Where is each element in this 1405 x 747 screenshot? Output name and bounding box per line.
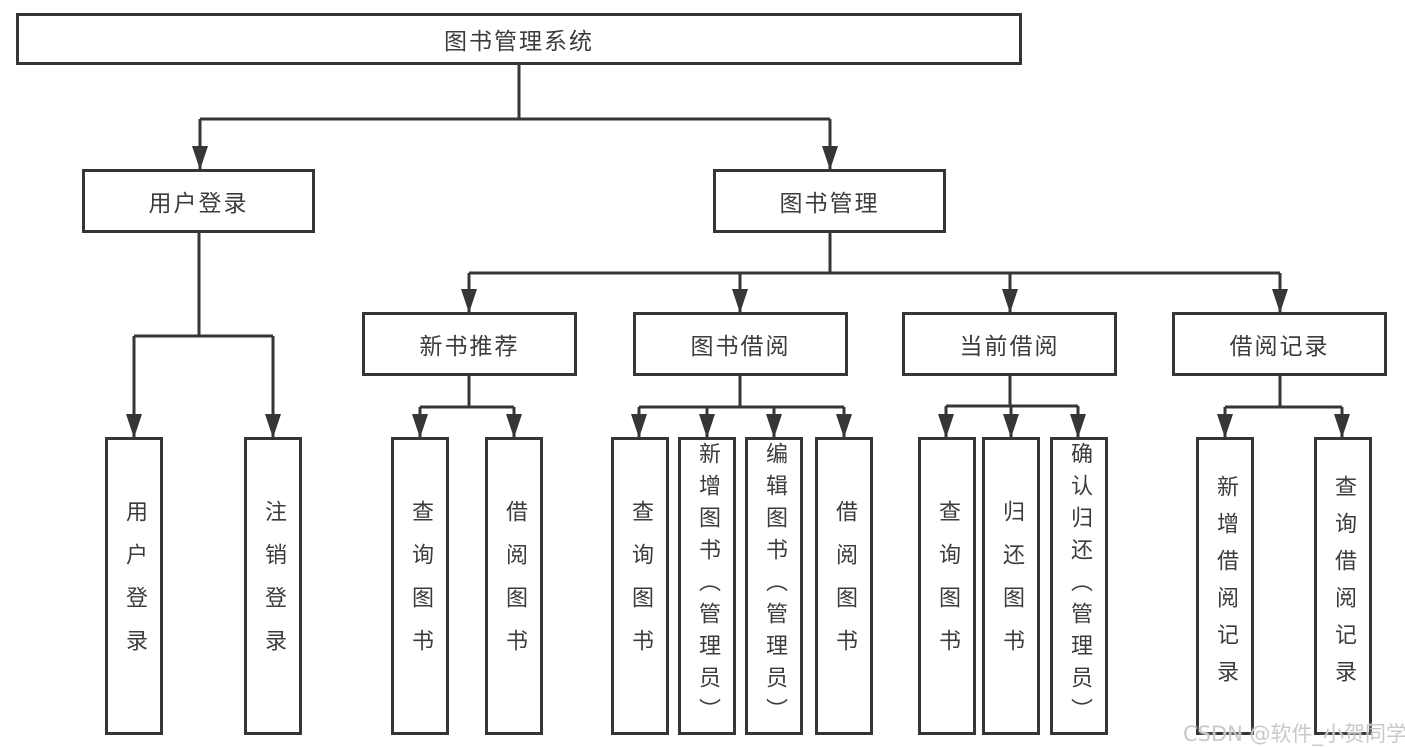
node-label: 查询借阅记录 — [1331, 475, 1356, 697]
node-user-login: 用户登录 — [82, 169, 315, 233]
node-label: 图书管理系统 — [444, 29, 594, 55]
node-label: 用户登录 — [148, 191, 249, 217]
node-label: 新增借阅记录 — [1213, 475, 1238, 697]
node-label: 编辑图书（管理员） — [762, 442, 787, 730]
node-current-borrow: 当前借阅 — [902, 312, 1117, 376]
leaf-query-borrow-record: 查询借阅记录 — [1314, 437, 1372, 735]
csdn-watermark: CSDN @软件_小贺同学 — [1183, 722, 1405, 746]
node-label: 查询图书 — [408, 500, 433, 672]
node-label: 借阅图书 — [832, 500, 857, 672]
node-label: 借阅图书 — [502, 500, 527, 672]
leaf-user-login: 用户登录 — [105, 437, 163, 735]
node-label: 确认归还（管理员） — [1067, 442, 1092, 730]
leaf-add-books-admin: 新增图书（管理员） — [678, 437, 736, 735]
leaf-borrow-books: 借阅图书 — [815, 437, 873, 735]
node-book-borrow: 图书借阅 — [633, 312, 848, 376]
leaf-logout-login: 注销登录 — [244, 437, 302, 735]
node-label: 借阅记录 — [1229, 334, 1330, 360]
node-library-system: 图书管理系统 — [16, 13, 1022, 65]
leaf-query-books-borrow: 查询图书 — [611, 437, 669, 735]
node-label: 归还图书 — [999, 500, 1024, 672]
node-label: 新书推荐 — [419, 334, 520, 360]
leaf-return-books: 归还图书 — [982, 437, 1040, 735]
node-label: 用户登录 — [122, 500, 147, 672]
node-book-management: 图书管理 — [713, 169, 946, 233]
leaf-borrow-books-recommend: 借阅图书 — [485, 437, 543, 735]
leaf-query-books-current: 查询图书 — [918, 437, 976, 735]
leaf-query-books-recommend: 查询图书 — [391, 437, 449, 735]
node-borrow-records: 借阅记录 — [1172, 312, 1387, 376]
node-label: 图书管理 — [779, 191, 880, 217]
node-label: 图书借阅 — [690, 334, 791, 360]
leaf-edit-books-admin: 编辑图书（管理员） — [745, 437, 803, 735]
node-label: 新增图书（管理员） — [695, 442, 720, 730]
node-label: 注销登录 — [261, 500, 286, 672]
node-label: 查询图书 — [935, 500, 960, 672]
node-new-book-recommend: 新书推荐 — [362, 312, 577, 376]
node-label: 查询图书 — [628, 500, 653, 672]
leaf-add-borrow-record: 新增借阅记录 — [1196, 437, 1254, 735]
node-label: 当前借阅 — [959, 334, 1060, 360]
leaf-confirm-return-admin: 确认归还（管理员） — [1050, 437, 1108, 735]
